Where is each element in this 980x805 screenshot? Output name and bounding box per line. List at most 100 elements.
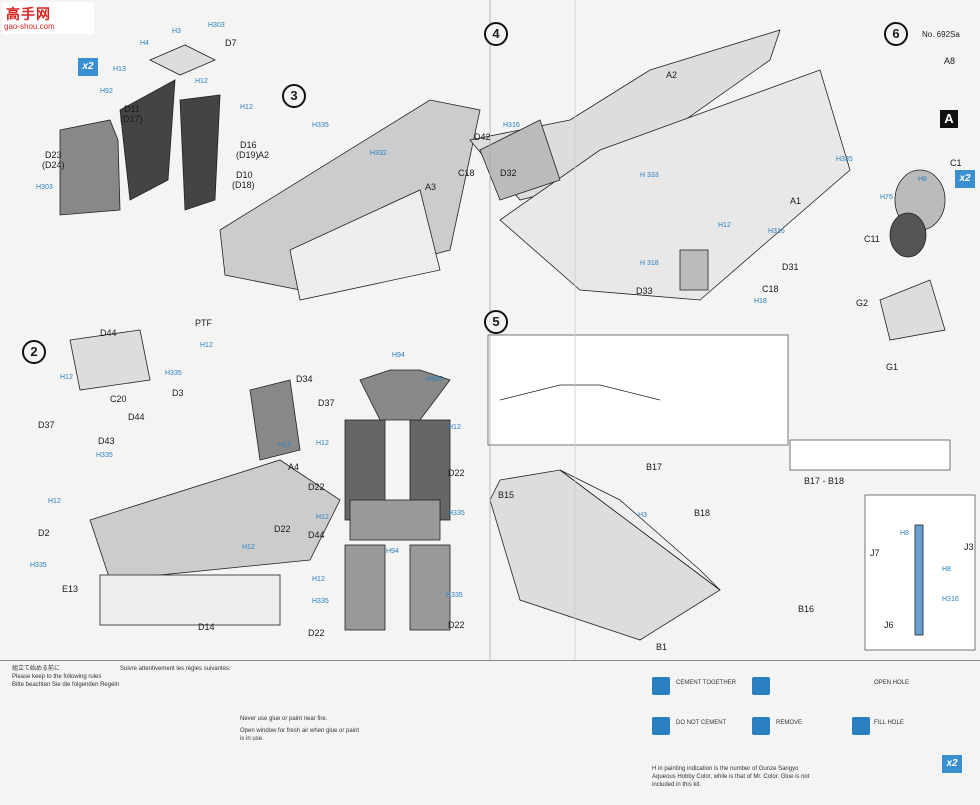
- label-d7: D7: [225, 38, 237, 48]
- label-h335-step2: H335: [96, 452, 113, 459]
- label-h76: H76: [880, 194, 893, 201]
- label-h335-mid4: H335: [446, 592, 463, 599]
- label-h12-step2: H12: [60, 374, 73, 381]
- label-d42: D42: [474, 132, 491, 142]
- remove-icon: [752, 717, 770, 735]
- wing-view-box: [487, 334, 789, 446]
- label-d18: (D18): [232, 180, 255, 190]
- label-h8: H8: [918, 176, 927, 183]
- label-e13: E13: [62, 584, 79, 594]
- wing-b16: [559, 469, 721, 591]
- label-j7: J7: [870, 548, 880, 558]
- part-d34: [249, 379, 301, 461]
- label-d34: D34: [296, 374, 313, 384]
- label-c18-a: C18: [458, 168, 475, 178]
- label-d22-low: D22: [308, 628, 325, 638]
- cement-label: CEMENT TOGETHER: [676, 680, 737, 686]
- label-h12-mid4: H12: [312, 576, 325, 583]
- label-a2-step4: A2: [666, 70, 678, 80]
- label-h332: H332: [370, 150, 387, 157]
- canopy-g2: [879, 279, 946, 341]
- step-5: 5: [484, 310, 508, 334]
- headrest: [149, 44, 216, 76]
- label-a8: A8: [944, 56, 956, 66]
- label-d22-left: D22: [274, 524, 291, 534]
- label-c1: C1: [950, 158, 962, 168]
- label-d33: D33: [636, 286, 653, 296]
- label-d24: (D24): [42, 160, 65, 170]
- open-hole-label: OPEN HOLE: [874, 680, 910, 686]
- ptf-label: PTF: [195, 318, 212, 328]
- paint-note: H in painting indication is the number o…: [652, 766, 810, 788]
- label-h335-step3: H335: [312, 122, 329, 129]
- label-h12-ptf: H12: [200, 342, 213, 349]
- label-d17: (D17): [120, 114, 143, 124]
- footer-intro-en: Please keep to the following rules: [12, 674, 102, 680]
- label-h303-b: H303: [36, 184, 53, 191]
- engine-c11: [889, 212, 927, 258]
- label-h12-c: H12: [242, 544, 255, 551]
- label-d44-mid: D44: [128, 412, 145, 422]
- label-j3: J3: [964, 542, 974, 552]
- label-h13: H13: [113, 66, 126, 73]
- open-hole-icon: [752, 677, 770, 695]
- label-h8-seat2: H8: [942, 566, 951, 573]
- label-d22-mid: D22: [448, 468, 465, 478]
- label-d11: D11: [124, 104, 140, 114]
- label-h12-step2b: H12: [278, 442, 291, 449]
- label-h4: H4: [140, 40, 149, 47]
- do-not-cement-icon: [652, 717, 670, 735]
- label-d43: D43: [98, 436, 115, 446]
- canopy-d42: [479, 119, 561, 201]
- label-h316-b: H316: [768, 228, 785, 235]
- cockpit-tub: [89, 459, 341, 581]
- label-d2: D2: [38, 528, 50, 538]
- label-j6: J6: [884, 620, 894, 630]
- label-d3: D3: [172, 388, 184, 398]
- label-c11: C11: [864, 234, 880, 244]
- footer-rule2: Open window for fresh air when glue or p…: [240, 728, 360, 742]
- label-h8-seat: H8: [900, 530, 909, 537]
- instrument-panel-d44: [69, 329, 151, 391]
- inset-b17-b18: [789, 439, 951, 471]
- label-a1: A1: [790, 196, 802, 206]
- label-h335-step4: H335: [836, 156, 853, 163]
- footer-intro-fr: Suivre attentivement les règles suivante…: [120, 666, 231, 672]
- label-d44-top: D44: [100, 328, 117, 338]
- label-b15: B15: [498, 490, 515, 500]
- label-h12-mid3: H12: [316, 514, 329, 521]
- label-h3: H3: [172, 28, 181, 35]
- label-b17-b18: B17 - B18: [804, 476, 845, 486]
- label-h335-ptf: H335: [165, 370, 182, 377]
- label-h94-a: H94: [392, 352, 405, 359]
- step-3: 3: [282, 84, 306, 108]
- step6-header: No. 692Sa: [922, 30, 960, 39]
- label-h335-mid3: H335: [312, 598, 329, 605]
- label-h335-d2: H335: [30, 562, 47, 569]
- label-h335-mid2: H335: [448, 510, 465, 517]
- label-h92: H92: [100, 88, 113, 95]
- label-b16: B16: [798, 604, 815, 614]
- label-h12-a: H12: [195, 78, 208, 85]
- label-d32: D32: [500, 168, 517, 178]
- label-h316-seat: H316: [942, 596, 959, 603]
- label-d31: D31: [782, 262, 799, 272]
- label-g1: G1: [886, 362, 899, 372]
- label-h18: H18: [754, 298, 767, 305]
- label-h303: H303: [208, 22, 225, 29]
- label-h12-mid: H12: [448, 424, 461, 431]
- label-h12-step4: H12: [718, 222, 731, 229]
- label-h333: H 333: [640, 172, 659, 179]
- label-b17: B17: [646, 462, 663, 472]
- label-d37-mid: D37: [318, 398, 335, 408]
- do-not-cement-label: DO NOT CEMENT: [676, 720, 727, 726]
- label-d10: D10: [236, 170, 253, 180]
- label-d19: (D19): [236, 150, 259, 160]
- logo-url: gao-shou.com: [4, 22, 55, 31]
- logo-title: 高手网: [6, 6, 51, 22]
- seat-part: [59, 119, 121, 216]
- step-2: 2: [22, 340, 46, 364]
- wing-front-view: [499, 384, 661, 401]
- remove-label: REMOVE: [776, 720, 803, 726]
